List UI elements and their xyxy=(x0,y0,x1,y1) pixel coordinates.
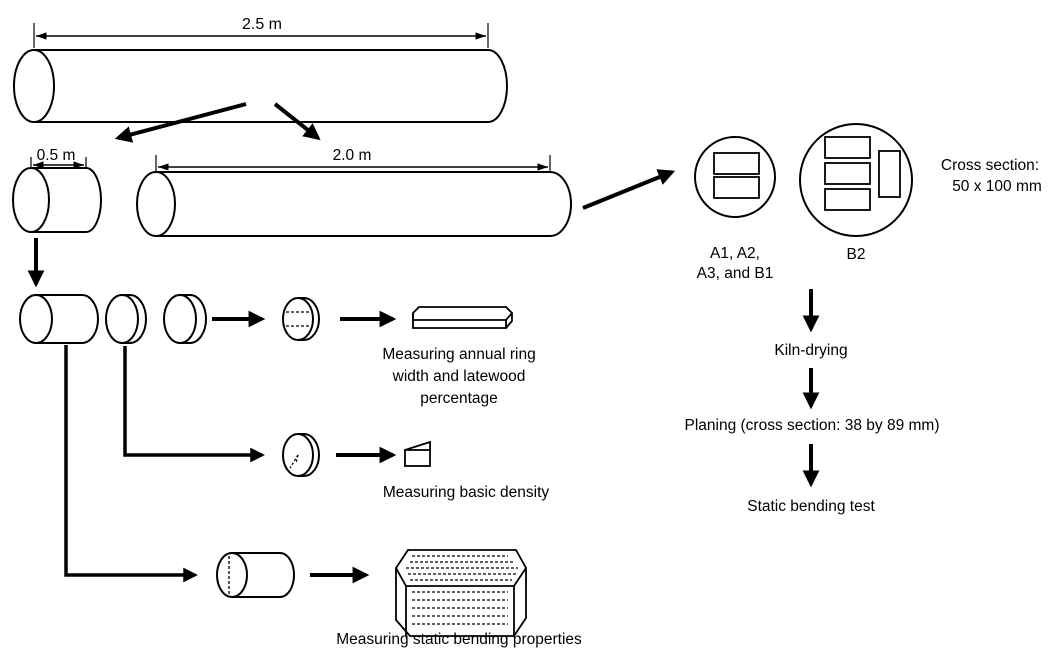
density-sample-disc xyxy=(282,433,320,477)
bending-label: Measuring static bending properties xyxy=(336,631,582,648)
log-2-0m xyxy=(136,171,572,237)
dimension-2-5m: 2.5 m xyxy=(33,16,489,48)
cross-section-b2-label: B2 xyxy=(847,246,866,263)
ring-label-line3: percentage xyxy=(420,390,498,407)
split-arrow-right xyxy=(273,102,321,141)
specimen-cylinder xyxy=(19,294,99,344)
log-2-5m xyxy=(13,49,508,123)
dim-label-0-5m: 0.5 m xyxy=(37,147,76,164)
step-planing: Planing (cross section: 38 by 89 mm) xyxy=(685,417,940,434)
density-wedge xyxy=(404,440,431,467)
arrow-to-cross-sections xyxy=(582,169,676,210)
specimen-disc-2 xyxy=(163,294,207,344)
specimen-disc-1 xyxy=(105,294,147,344)
ring-strip-block xyxy=(412,306,514,329)
arrow-to-bending-cylinder xyxy=(64,345,198,583)
dimension-2-0m: 2.0 m xyxy=(155,147,551,172)
ring-label-line1: Measuring annual ring xyxy=(382,346,535,363)
log-0-5m xyxy=(12,167,102,233)
dim-label-2-5m: 2.5 m xyxy=(242,16,282,33)
ring-label-line2: width and latewood xyxy=(392,368,526,385)
cross-section-a xyxy=(694,136,776,218)
ring-sample-disc xyxy=(282,297,320,341)
step-static-bending-test: Static bending test xyxy=(747,498,875,515)
bending-sample-cylinder xyxy=(216,552,295,598)
cross-section-note-line2: 50 x 100 mm xyxy=(952,178,1042,195)
dim-label-2-0m: 2.0 m xyxy=(333,147,372,164)
dimension-0-5m: 0.5 m xyxy=(30,147,87,169)
arrow-to-density-disc xyxy=(123,346,265,463)
split-arrow-left xyxy=(114,102,247,143)
density-label: Measuring basic density xyxy=(383,484,550,501)
step-kiln-drying: Kiln-drying xyxy=(774,342,847,359)
cross-section-b2 xyxy=(799,123,913,237)
cross-section-a-label-line1: A1, A2, xyxy=(710,245,760,262)
bending-specimen-block xyxy=(394,549,528,637)
cross-section-note-line1: Cross section: xyxy=(941,157,1039,174)
cross-section-a-label-line2: A3, and B1 xyxy=(697,265,774,282)
